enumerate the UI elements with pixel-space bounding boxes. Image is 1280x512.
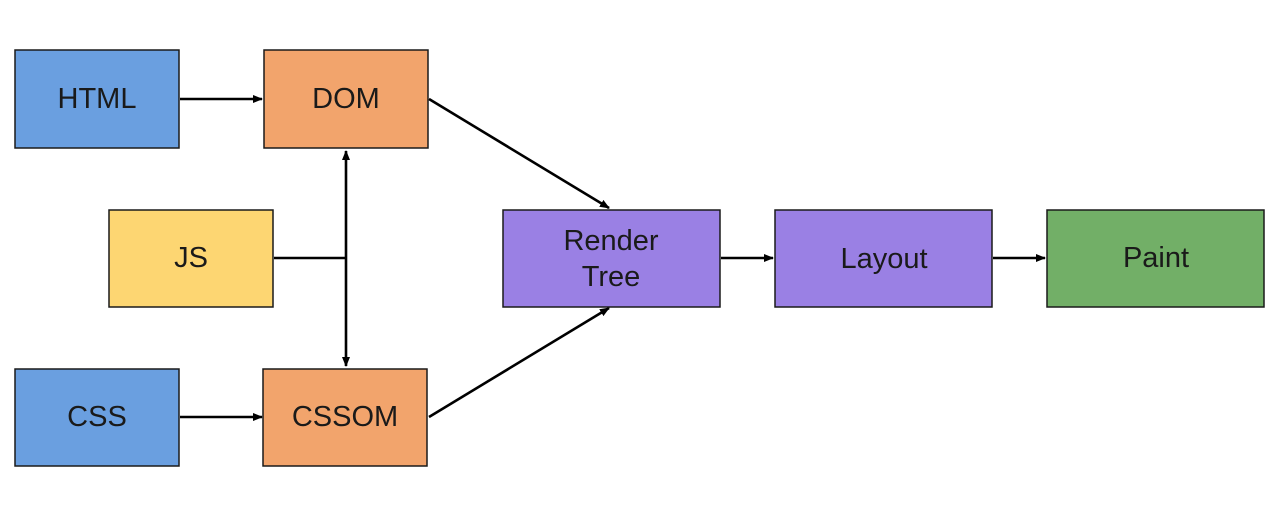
node-layout: Layout <box>774 209 993 308</box>
node-render-tree-box <box>502 209 721 308</box>
node-paint-box <box>1046 209 1265 308</box>
node-cssom-box <box>262 368 428 467</box>
node-js-label: JS <box>174 242 208 274</box>
node-css: CSS <box>14 368 180 467</box>
node-layout-label: Layout <box>840 243 927 275</box>
node-js: JS <box>108 209 274 308</box>
node-html-label: HTML <box>58 83 137 115</box>
edge-dom-to-render-tree <box>428 97 610 210</box>
node-js-box <box>108 209 274 308</box>
node-layout-box <box>774 209 993 308</box>
node-render-tree: Render Tree <box>502 209 721 308</box>
edge-cssom-to-render-tree <box>428 306 610 419</box>
node-paint: Paint <box>1046 209 1265 308</box>
node-dom-label: DOM <box>312 83 380 115</box>
edges <box>180 95 1046 421</box>
node-cssom: CSSOM <box>262 368 428 467</box>
node-html: HTML <box>14 49 180 149</box>
node-cssom-label: CSSOM <box>292 401 398 433</box>
node-css-box <box>14 368 180 467</box>
node-render-tree-label-line1: Render <box>563 225 658 257</box>
node-paint-label: Paint <box>1123 242 1189 274</box>
node-render-tree-label-line2: Tree <box>582 261 641 293</box>
node-css-label: CSS <box>67 401 127 433</box>
node-dom: DOM <box>263 49 429 149</box>
node-dom-box <box>263 49 429 149</box>
node-html-box <box>14 49 180 149</box>
